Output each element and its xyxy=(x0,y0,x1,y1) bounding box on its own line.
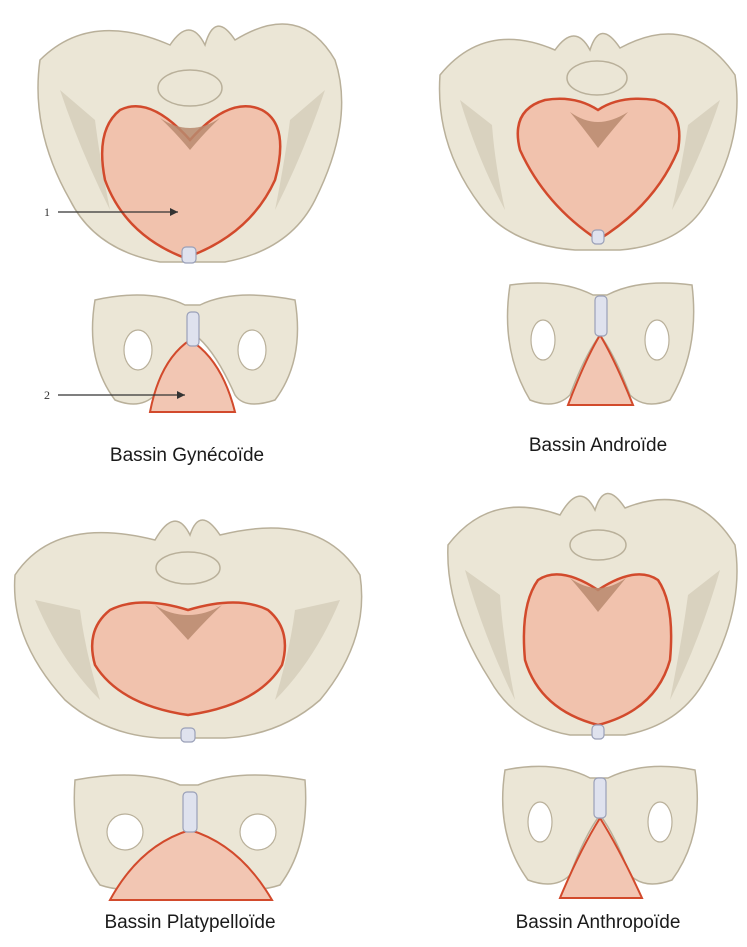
caption-android: Bassin Androïde xyxy=(529,435,667,457)
caption-anthropoid: Bassin Anthropoïde xyxy=(516,912,681,934)
gynecoid-pelvis-top-view xyxy=(38,24,342,263)
marker-1-label: 1 xyxy=(44,205,50,219)
marker-2-label: 2 xyxy=(44,388,50,402)
android-pelvis-front-view xyxy=(508,283,694,405)
platypelloid-pelvis-front-view xyxy=(74,775,305,900)
anthropoid-pelvis-top-view xyxy=(448,493,737,739)
caption-platypelloid: Bassin Platypelloïde xyxy=(104,912,275,934)
caption-gynecoid: Bassin Gynécoïde xyxy=(110,445,264,467)
platypelloid-pelvis-top-view xyxy=(15,520,362,742)
android-pelvis-top-view xyxy=(440,33,738,250)
anthropoid-pelvis-front-view xyxy=(503,766,698,898)
